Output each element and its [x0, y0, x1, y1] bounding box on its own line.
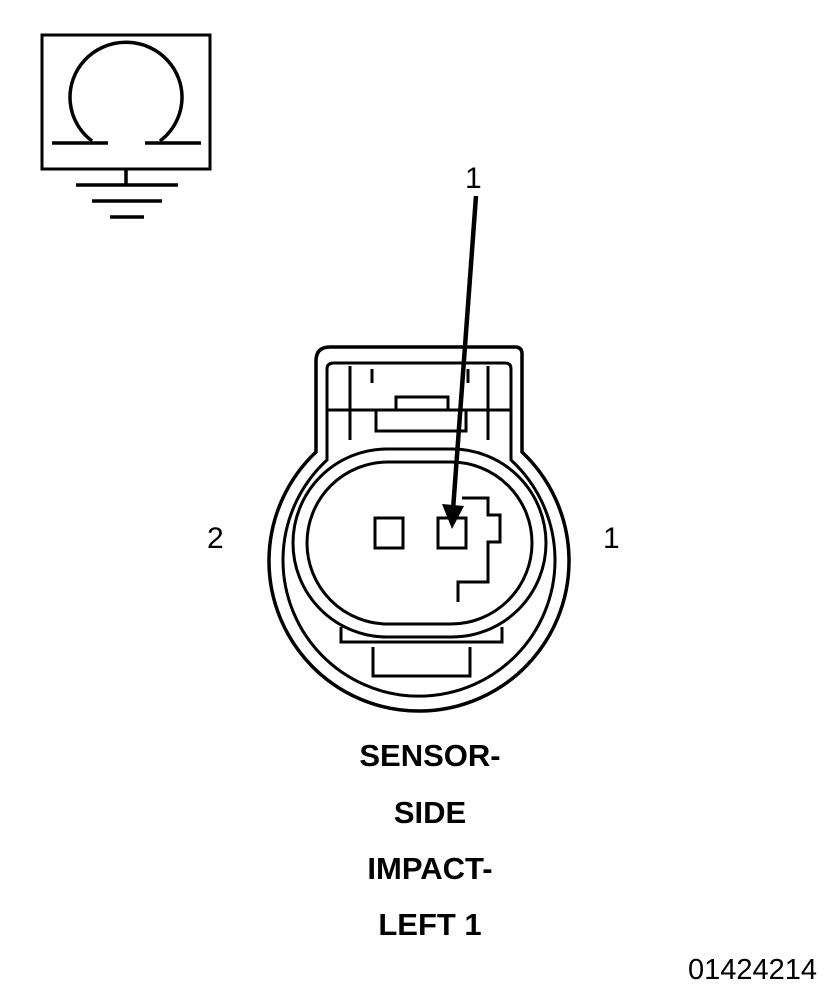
ohmmeter-box	[40, 33, 212, 171]
mating-face-inner	[305, 460, 534, 626]
title-line-4: LEFT 1	[378, 907, 482, 942]
callout-arrowhead	[442, 504, 464, 529]
callout-arrow	[442, 195, 479, 529]
title-line-2: SIDE	[393, 795, 467, 830]
ohmmeter-ground-icon	[40, 33, 212, 219]
latch-tab	[374, 410, 468, 433]
connector-outer-shell	[267, 345, 571, 713]
title-line-1: SENSOR-	[359, 738, 501, 773]
omega-symbol	[68, 40, 184, 143]
callout-arrow-line	[450, 195, 479, 511]
mating-face-outer	[291, 447, 548, 639]
callout-number-label: 1	[465, 162, 482, 195]
connector-inner-shell	[281, 361, 557, 698]
keying-feature	[456, 496, 502, 602]
bottom-lock-inner	[371, 647, 472, 678]
title-line-3: IMPACT-	[367, 851, 493, 886]
figure-id: 01424214	[687, 954, 817, 986]
connector-body	[267, 345, 571, 713]
pin-cavity-2	[373, 516, 405, 550]
latch-ramp	[394, 395, 450, 410]
pin-1-label: 1	[603, 522, 620, 555]
bottom-lock-outer	[339, 627, 504, 644]
pin-2-label: 2	[207, 522, 224, 555]
